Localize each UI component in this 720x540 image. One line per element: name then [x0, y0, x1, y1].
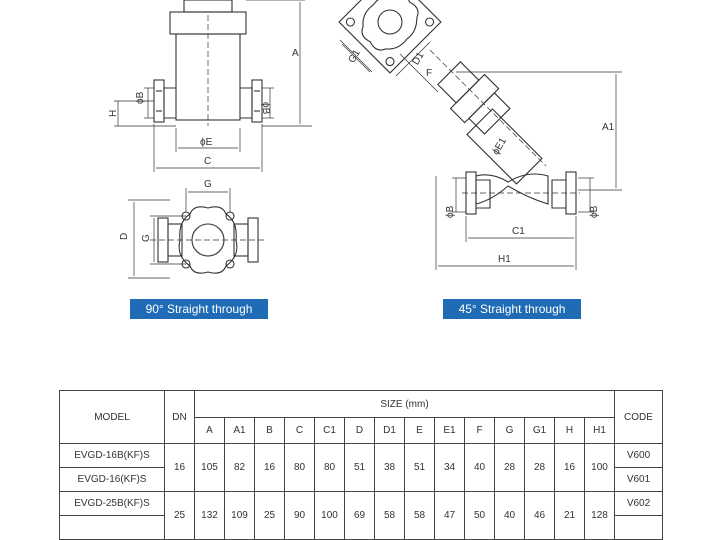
cell-size: 80	[284, 443, 315, 492]
cell-size: 58	[404, 491, 435, 540]
cell-model	[59, 515, 165, 540]
header-col: B	[254, 417, 285, 444]
label-d1: D1	[411, 50, 427, 67]
cell-size: 34	[434, 443, 465, 492]
label-phie1: ϕE1	[491, 136, 510, 157]
header-col: A	[194, 417, 225, 444]
header-col: D1	[374, 417, 405, 444]
cell-size: 80	[314, 443, 345, 492]
label-g-left: G	[141, 234, 152, 242]
header-col: G1	[524, 417, 555, 444]
cell-code: V600	[614, 443, 663, 468]
label-phie: ϕE	[200, 137, 213, 148]
cell-code	[614, 515, 663, 540]
table-row: EVGD-25B(KF)S 25 132 109 25 90 100 69 58…	[59, 491, 663, 540]
header-dn: DN	[164, 390, 195, 444]
cell-size: 100	[314, 491, 345, 540]
cell-size: 100	[584, 443, 615, 492]
label-f: F	[426, 68, 432, 79]
label-phib-45-right: ϕB	[589, 205, 600, 218]
cell-code: V601	[614, 467, 663, 492]
header-col: A1	[224, 417, 255, 444]
cell-dn: 25	[164, 491, 195, 540]
header-col: E	[404, 417, 435, 444]
header-col: F	[464, 417, 495, 444]
cell-model: EVGD-16B(KF)S	[59, 443, 165, 468]
cell-size: 69	[344, 491, 375, 540]
cell-size: 51	[404, 443, 435, 492]
label-d: D	[119, 233, 130, 240]
header-model: MODEL	[59, 390, 165, 444]
header-col: H	[554, 417, 585, 444]
label-phib-right: ϕB	[260, 102, 271, 115]
cell-size: 28	[494, 443, 525, 492]
cell-size: 132	[194, 491, 225, 540]
technical-drawing: A ϕB ϕB H ϕE C G G D G1 D1 F A1 ϕE1 ϕB ϕ…	[108, 0, 622, 279]
cell-size: 16	[554, 443, 585, 492]
cell-size: 82	[224, 443, 255, 492]
header-size: SIZE (mm)	[194, 390, 615, 418]
cell-size: 50	[464, 491, 495, 540]
header-col: D	[344, 417, 375, 444]
label-h: H	[108, 110, 119, 117]
header-col: C1	[314, 417, 345, 444]
valve-45-side-view	[429, 49, 580, 215]
table-row: EVGD-16(KF)S V601	[59, 467, 663, 492]
label-g: G	[204, 179, 212, 190]
header-col: E1	[434, 417, 465, 444]
cell-size: 109	[224, 491, 255, 540]
valve-45-flange-view	[338, 0, 442, 74]
cell-size: 21	[554, 491, 585, 540]
valve-90-top-view	[150, 206, 266, 274]
table-header-row: MODEL DN SIZE (mm) CODE	[59, 390, 663, 444]
label-phib-left: ϕB	[135, 91, 146, 104]
cell-size: 28	[524, 443, 555, 492]
header-col: G	[494, 417, 525, 444]
size-table: MODEL DN SIZE (mm) CODE A A1 B C C1 D D1…	[59, 390, 663, 540]
cell-size: 128	[584, 491, 615, 540]
cell-size: 40	[464, 443, 495, 492]
label-a1: A1	[602, 122, 615, 133]
valve-90-front-view	[153, 0, 263, 126]
header-code: CODE	[614, 390, 663, 444]
cell-model: EVGD-16(KF)S	[59, 467, 165, 492]
cell-size: 90	[284, 491, 315, 540]
cell-size: 38	[374, 443, 405, 492]
cell-size: 25	[254, 491, 285, 540]
cell-size: 47	[434, 491, 465, 540]
label-phib-45-left: ϕB	[445, 205, 456, 218]
cell-size: 105	[194, 443, 225, 492]
cell-size: 58	[374, 491, 405, 540]
header-col: H1	[584, 417, 615, 444]
label-h1: H1	[498, 254, 511, 265]
table-row: EVGD-16B(KF)S 16 105 82 16 80 80 51 38 5…	[59, 443, 663, 492]
label-c1: C1	[512, 226, 525, 237]
label-c: C	[204, 156, 211, 167]
cell-model: EVGD-25B(KF)S	[59, 491, 165, 516]
cell-code: V602	[614, 491, 663, 516]
cell-size: 40	[494, 491, 525, 540]
cell-size: 51	[344, 443, 375, 492]
cell-size: 16	[254, 443, 285, 492]
caption-45-straight: 45° Straight through	[443, 299, 581, 319]
label-a: A	[292, 48, 299, 59]
caption-90-straight: 90° Straight through	[130, 299, 268, 319]
cell-size: 46	[524, 491, 555, 540]
cell-dn: 16	[164, 443, 195, 492]
table-row	[59, 515, 663, 540]
header-col: C	[284, 417, 315, 444]
